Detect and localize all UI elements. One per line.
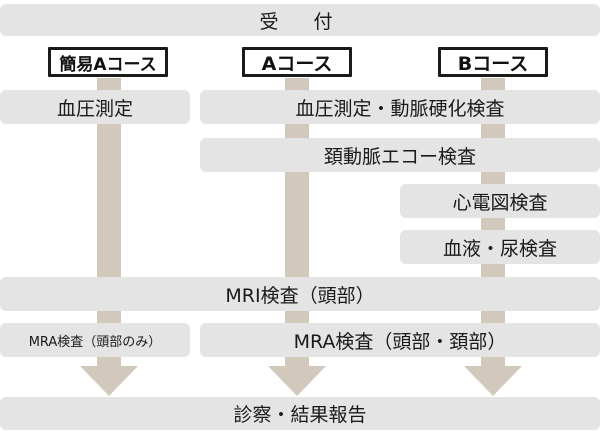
b-course-arrow <box>464 78 522 396</box>
step-bp-arterial-label: 血圧測定・動脈硬化検査 <box>295 97 505 120</box>
step-carotid-echo: 頚動脈エコー検査 <box>200 138 600 172</box>
course-b-label: Bコース <box>457 52 529 75</box>
step-blood-pressure-label: 血圧測定 <box>56 97 133 120</box>
course-b: Bコース <box>438 47 548 77</box>
step-mra-head-neck: MRA検査（頭部・頚部） <box>200 323 600 357</box>
course-a: Aコース <box>242 47 352 77</box>
course-simple-a: 簡易Aコース <box>48 47 168 77</box>
step-ecg-label: 心電図検査 <box>452 191 548 214</box>
step-results-label: 診察・結果報告 <box>233 404 367 426</box>
a-course-arrow <box>268 78 326 396</box>
step-carotid-echo-label: 頚動脈エコー検査 <box>323 145 476 168</box>
course-simple-a-label: 簡易Aコース <box>59 54 157 75</box>
step-mra-head-neck-label: MRA検査（頭部・頚部） <box>293 330 507 353</box>
step-blood-pressure: 血圧測定 <box>0 90 190 124</box>
step-results: 診察・結果報告 <box>0 397 600 430</box>
course-a-label: Aコース <box>261 52 333 75</box>
simple-a-course-arrow <box>80 78 138 396</box>
step-mra-head-only: MRA検査（頭部のみ） <box>0 323 190 357</box>
reception-label: 受 付 <box>259 10 341 33</box>
step-ecg: 心電図検査 <box>400 184 600 218</box>
reception-bar: 受 付 <box>0 4 600 36</box>
step-bp-arterial: 血圧測定・動脈硬化検査 <box>200 90 600 124</box>
step-blood-urine-label: 血液・尿検査 <box>442 237 557 260</box>
step-mri: MRI検査（頭部） <box>0 277 600 311</box>
step-mra-head-only-label: MRA検査（頭部のみ） <box>28 334 162 350</box>
step-mri-label: MRI検査（頭部） <box>225 284 375 307</box>
step-blood-urine: 血液・尿検査 <box>400 230 600 264</box>
